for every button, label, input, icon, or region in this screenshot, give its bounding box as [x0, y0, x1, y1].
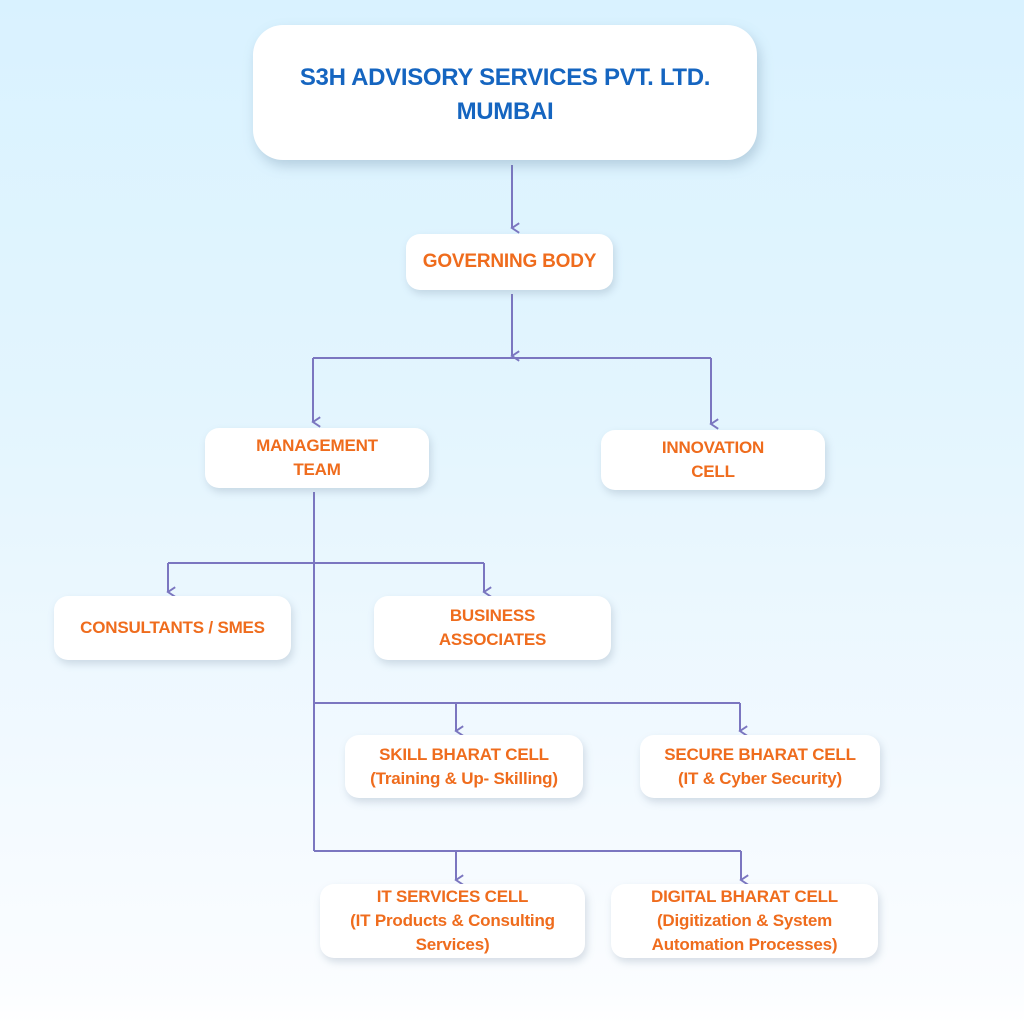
node-management-team-line-2: TEAM — [293, 460, 341, 479]
node-governing-body: GOVERNING BODY — [406, 234, 613, 290]
node-business-associates: BUSINESS ASSOCIATES — [374, 596, 611, 660]
node-it-services-cell: IT SERVICES CELL (IT Products & Consulti… — [320, 884, 585, 958]
node-business-associates-line-2: ASSOCIATES — [438, 630, 547, 649]
node-skill-bharat-line-2: (Training & Up- Skilling) — [370, 768, 558, 788]
node-management-team-line-1: MANAGEMENT — [256, 436, 378, 455]
node-it-services-line-3: Services) — [415, 935, 490, 954]
node-digital-bharat-line-3: Automation Processes) — [651, 935, 838, 954]
node-governing-body-label: GOVERNING BODY — [422, 251, 597, 272]
node-consultants-label: CONSULTANTS / SMES — [80, 618, 265, 637]
node-it-services-line-2: (IT Products & Consulting — [350, 911, 555, 930]
node-innovation-cell: INNOVATION CELL — [601, 430, 825, 490]
node-skill-bharat-cell: SKILL BHARAT CELL (Training & Up- Skilli… — [345, 735, 583, 798]
node-business-associates-line-1: BUSINESS — [449, 606, 536, 625]
node-root-line-1: S3H ADVISORY SERVICES PVT. LTD. — [299, 63, 711, 91]
node-secure-bharat-line-2: (IT & Cyber Security) — [678, 768, 842, 788]
node-digital-bharat-line-1: DIGITAL BHARAT CELL — [651, 887, 838, 906]
node-secure-bharat-line-1: SECURE BHARAT CELL — [664, 744, 856, 764]
node-digital-bharat-cell: DIGITAL BHARAT CELL (Digitization & Syst… — [611, 884, 878, 958]
node-root-line-2: MUMBAI — [456, 97, 554, 125]
node-innovation-cell-line-1: INNOVATION — [661, 438, 765, 457]
node-innovation-cell-line-2: CELL — [691, 462, 735, 481]
node-management-team: MANAGEMENT TEAM — [205, 428, 429, 488]
node-it-services-line-1: IT SERVICES CELL — [376, 887, 529, 906]
node-skill-bharat-line-1: SKILL BHARAT CELL — [379, 744, 549, 764]
node-root-company: S3H ADVISORY SERVICES PVT. LTD. MUMBAI — [253, 25, 757, 160]
node-consultants-smes: CONSULTANTS / SMES — [54, 596, 291, 660]
node-digital-bharat-line-2: (Digitization & System — [656, 911, 833, 930]
node-secure-bharat-cell: SECURE BHARAT CELL (IT & Cyber Security) — [640, 735, 880, 798]
